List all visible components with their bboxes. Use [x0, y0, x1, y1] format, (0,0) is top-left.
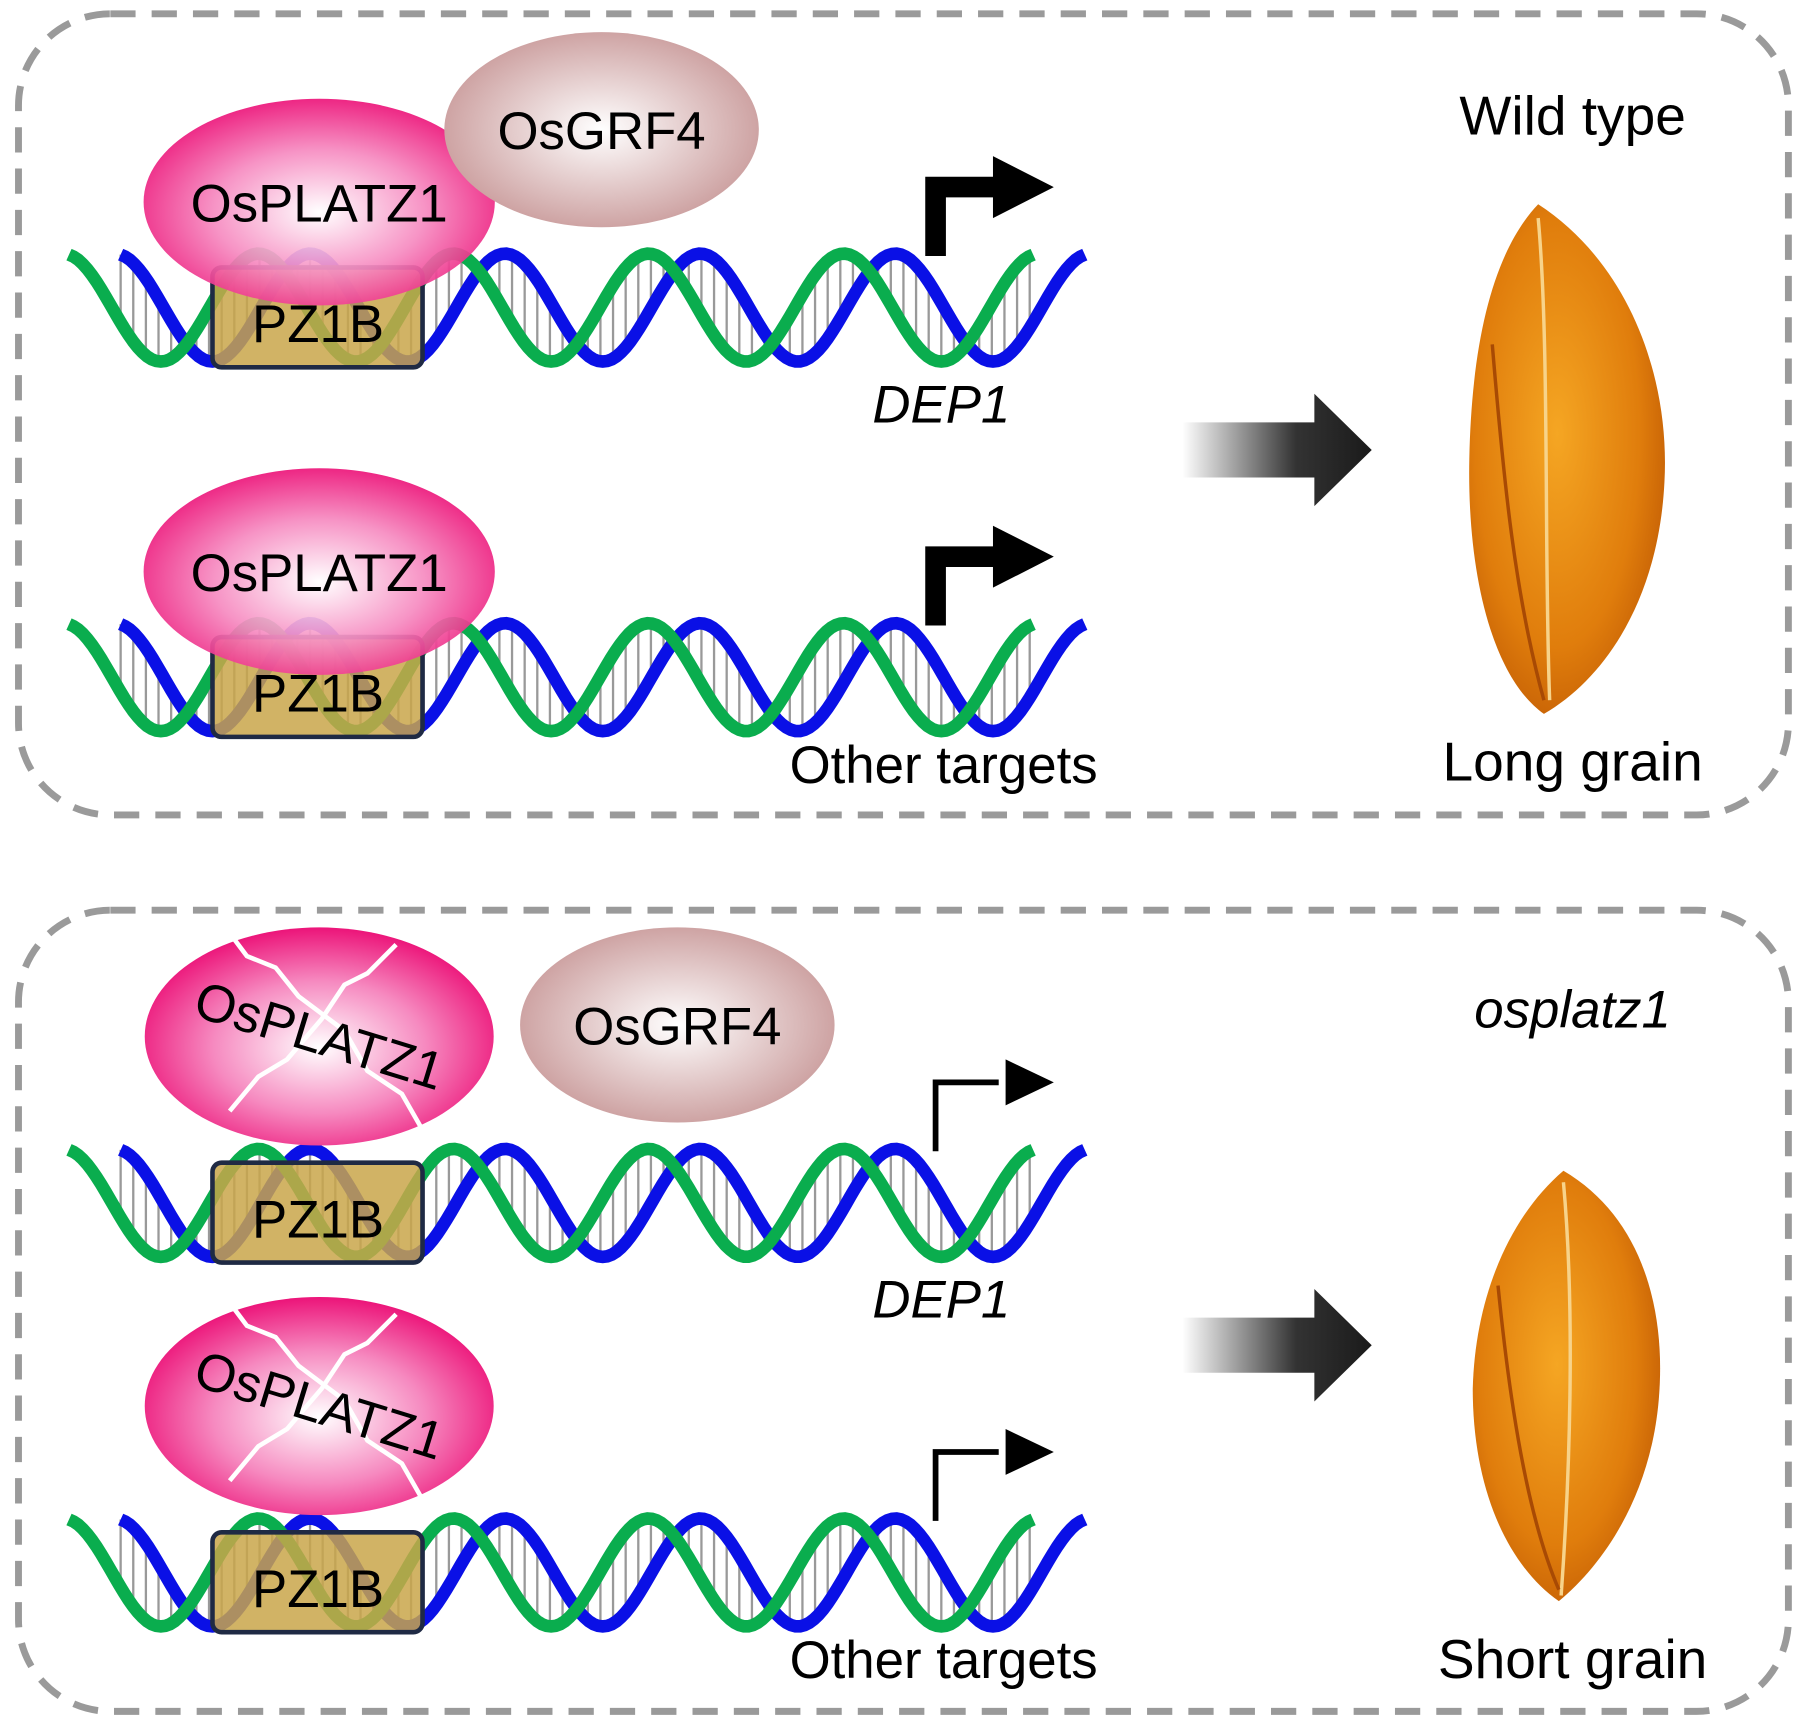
- osgrf4-protein: [520, 927, 835, 1123]
- transcription-arrowhead-icon: [992, 525, 1054, 588]
- target-other-label: Other targets: [790, 736, 1098, 795]
- transcription-start-arrow: [932, 1449, 999, 1521]
- crack-line: [227, 943, 398, 1113]
- transcription-arrowhead-icon: [992, 156, 1054, 219]
- grain-short-image: [1472, 1170, 1661, 1602]
- transcription-arrowhead-icon: [1005, 1429, 1054, 1475]
- transcription-arrowhead-icon: [1005, 1059, 1054, 1106]
- transcription-start-arrow: [932, 1079, 999, 1152]
- genotype-label-wild-type: Wild type: [1459, 84, 1686, 146]
- transcription-start-arrow: [925, 546, 999, 626]
- phenotype-label-long-grain: Long grain: [1442, 731, 1702, 793]
- genotype-label-osplatz1: osplatz1: [1474, 980, 1671, 1039]
- osgrf4-protein: [444, 32, 759, 228]
- panel-mutant-border: [15, 906, 1792, 1715]
- effect-arrow-mutant: [1182, 1288, 1372, 1402]
- osplatz1-protein: [143, 98, 495, 306]
- osplatz1-protein: [143, 468, 495, 675]
- pz1b-motif-label: PZ1B: [252, 1560, 384, 1619]
- effect-arrow-wild-type: [1182, 393, 1372, 507]
- crack-line: [227, 1312, 398, 1483]
- osplatz1-label: OsPLATZ1: [191, 544, 448, 603]
- osgrf4-label: OsGRF4: [497, 102, 705, 161]
- pz1b-motif-box: [210, 1160, 425, 1265]
- panel-wild-type-border: [15, 10, 1792, 819]
- target-other-label: Other targets: [790, 1631, 1098, 1690]
- transcription-start-arrow: [925, 176, 999, 256]
- crack-line: [227, 931, 427, 1136]
- target-gene-dep1-label: DEP1: [872, 1271, 1010, 1330]
- osplatz1-protein-broken: [144, 927, 494, 1146]
- osgrf4-label: OsGRF4: [573, 998, 781, 1057]
- pz1b-motif-box: [210, 1530, 425, 1635]
- grain-long-image: [1469, 204, 1665, 714]
- pz1b-motif-label: PZ1B: [252, 1190, 384, 1249]
- target-gene-dep1-label: DEP1: [872, 375, 1010, 434]
- osplatz1-label: OsPLATZ1: [191, 175, 448, 234]
- crack-line: [227, 1301, 427, 1505]
- osplatz1-protein-broken: [144, 1297, 494, 1516]
- phenotype-label-short-grain: Short grain: [1438, 1628, 1707, 1690]
